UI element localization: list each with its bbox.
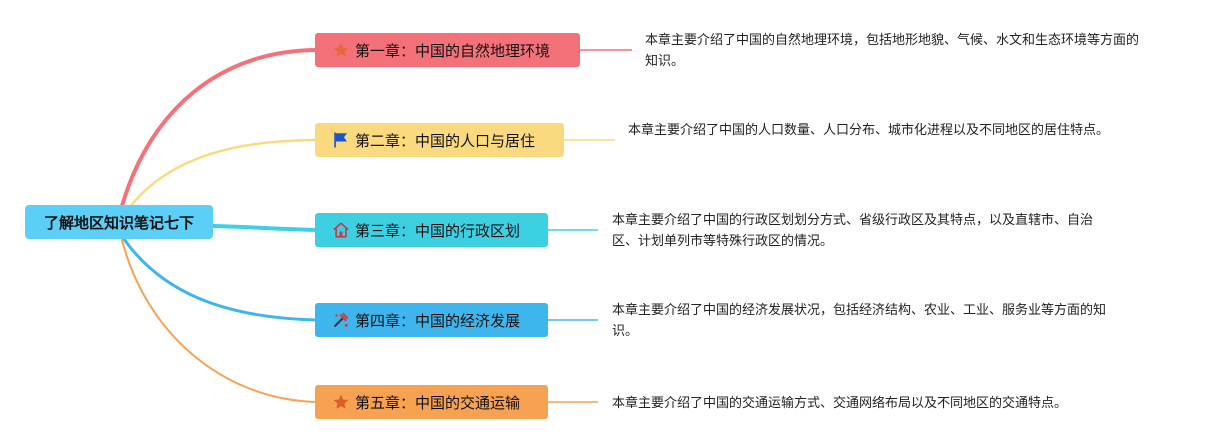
branch-connector-3 xyxy=(211,224,320,232)
tools-icon xyxy=(331,310,351,330)
root-topic-label: 了解地区知识笔记七下 xyxy=(43,213,194,232)
chapter-2-label: 第二章：中国的人口与居住 xyxy=(355,131,536,150)
chapter-3-label: 第三章：中国的行政区划 xyxy=(355,221,521,240)
branch-connector-2 xyxy=(124,138,320,214)
chapter-2-node[interactable]: 第二章：中国的人口与居住 xyxy=(315,123,564,157)
home-icon xyxy=(331,220,351,240)
chapter-3-node[interactable]: 第三章：中国的行政区划 xyxy=(315,213,548,247)
chapter-3-description: 本章主要介绍了中国的行政区划划分方式、省级行政区及其特点，以及直辖市、自治区、计… xyxy=(612,213,1094,249)
root-topic[interactable]: 了解地区知识笔记七下 xyxy=(25,205,213,239)
chapter-1-label: 第一章：中国的自然地理环境 xyxy=(355,41,551,60)
chapter-4-description: 本章主要介绍了中国的经济发展状况，包括经济结构、农业、工业、服务业等方面的知识。 xyxy=(612,303,1107,339)
branch-connector-4 xyxy=(122,237,320,322)
star-icon xyxy=(331,392,351,412)
chapter-4-node[interactable]: 第四章：中国的经济发展 xyxy=(315,303,548,337)
chapter-5-label: 第五章：中国的交通运输 xyxy=(355,393,521,412)
branch-connector-1 xyxy=(120,48,320,208)
chapter-4-label: 第四章：中国的经济发展 xyxy=(355,311,521,330)
chapter-1-node[interactable]: 第一章：中国的自然地理环境 xyxy=(315,33,580,67)
chapter-5-node[interactable]: 第五章：中国的交通运输 xyxy=(315,385,548,419)
star-icon xyxy=(331,40,351,60)
flag-icon xyxy=(331,130,351,150)
chapter-1-description: 本章主要介绍了中国的自然地理环境，包括地形地貌、气候、水文和生态环境等方面的知识… xyxy=(645,33,1140,69)
chapter-2-description: 本章主要介绍了中国的人口数量、人口分布、城市化进程以及不同地区的居住特点。 xyxy=(628,123,1110,138)
branch-connector-5 xyxy=(121,239,319,403)
chapter-5-description: 本章主要介绍了中国的交通运输方式、交通网络布局以及不同地区的交通特点。 xyxy=(612,396,1068,411)
